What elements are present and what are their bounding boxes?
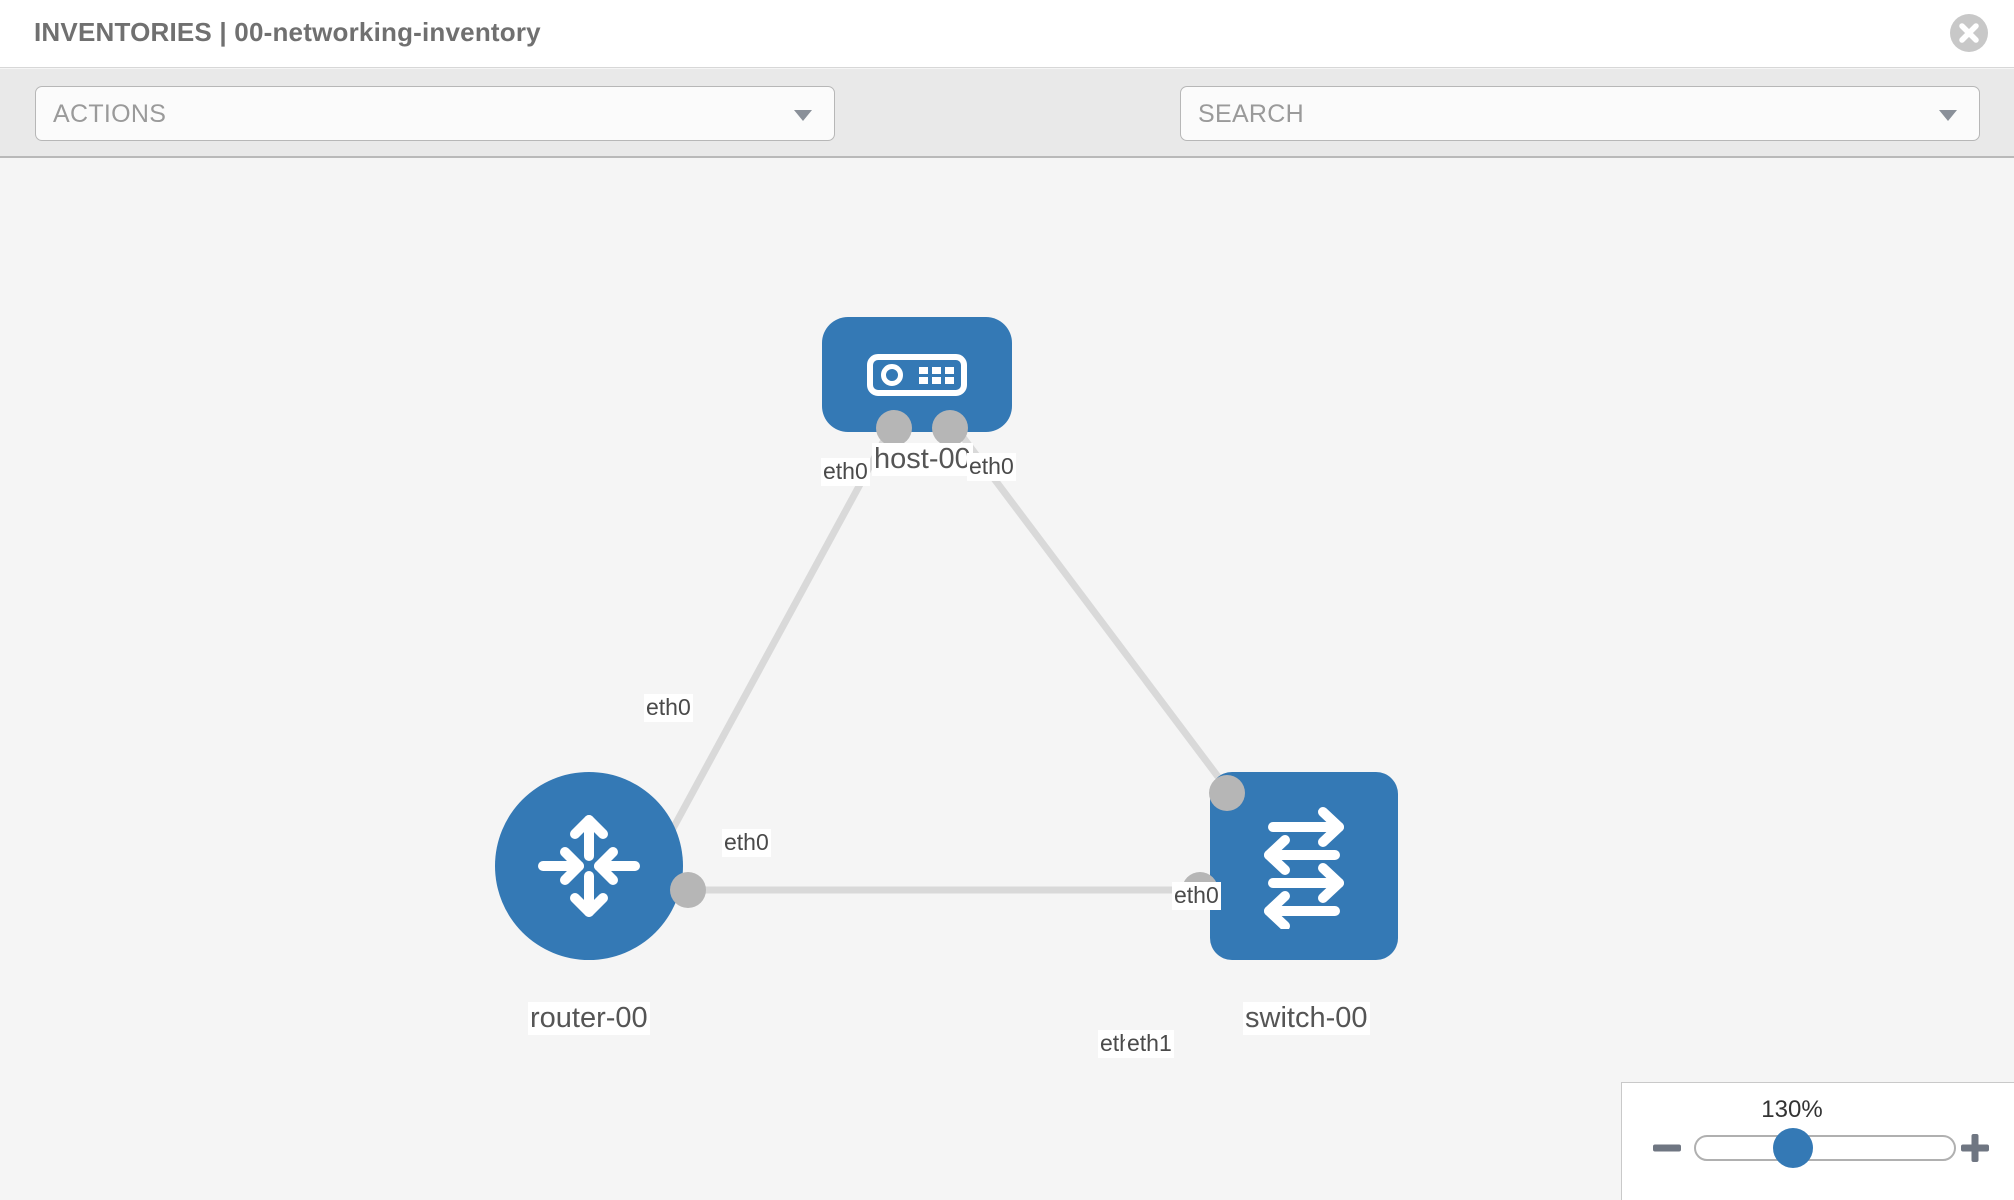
interface-label-host-right: eth0 <box>967 453 1016 481</box>
node-switch-00-label: switch-00 <box>1243 1002 1370 1036</box>
port-host-00-left[interactable] <box>876 410 912 446</box>
switch-arrows-icon <box>1264 807 1344 929</box>
link-host-switch <box>947 417 1231 793</box>
search-placeholder: SEARCH <box>1198 100 1304 128</box>
actions-dropdown[interactable]: ACTIONS <box>35 86 835 141</box>
node-router-00-shape <box>495 772 683 960</box>
zoom-in-button[interactable] <box>1958 1131 1992 1165</box>
toolbar: ACTIONS SEARCH <box>0 69 2014 195</box>
page-title: INVENTORIES | 00-networking-inventory <box>34 17 541 47</box>
topology-canvas[interactable]: host-00 eth0 eth0 <box>0 160 2014 1200</box>
interface-label-switch-up: eth0 <box>1172 882 1221 910</box>
search-input[interactable]: SEARCH <box>1180 86 1980 141</box>
port-router-00-right[interactable] <box>670 872 706 908</box>
interface-label-router-right: eth0 <box>722 829 771 857</box>
zoom-slider-track[interactable] <box>1694 1135 1956 1161</box>
close-icon[interactable] <box>1950 14 1988 52</box>
chevron-down-icon[interactable] <box>1939 110 1957 121</box>
interface-label-router-up: eth0 <box>644 694 693 722</box>
link-host-router <box>641 418 899 882</box>
port-switch-00-top[interactable] <box>1209 775 1245 811</box>
node-host-00-label: host-00 <box>872 443 973 477</box>
title-bar: INVENTORIES | 00-networking-inventory <box>0 0 2014 68</box>
router-arrows-icon <box>538 815 640 917</box>
zoom-control-panel: 130% <box>1621 1082 2014 1200</box>
zoom-percent-label: 130% <box>1761 1096 1823 1123</box>
node-host-00-shape <box>822 317 1012 432</box>
actions-dropdown-label: ACTIONS <box>53 100 167 128</box>
interface-label-switch-left: eth1 <box>1125 1030 1174 1058</box>
server-device-icon <box>867 353 967 396</box>
node-host-00[interactable] <box>822 317 1012 432</box>
chevron-down-icon <box>794 110 812 121</box>
zoom-slider-thumb[interactable] <box>1773 1128 1813 1168</box>
topology-links <box>641 417 1231 894</box>
interface-label-host-left: eth0 <box>821 458 870 486</box>
node-router-00[interactable] <box>495 772 683 960</box>
port-host-00-right[interactable] <box>932 410 968 446</box>
zoom-out-button[interactable] <box>1650 1131 1684 1165</box>
node-switch-00[interactable] <box>1210 772 1398 960</box>
node-router-00-label: router-00 <box>528 1002 650 1036</box>
node-switch-00-shape <box>1210 772 1398 960</box>
